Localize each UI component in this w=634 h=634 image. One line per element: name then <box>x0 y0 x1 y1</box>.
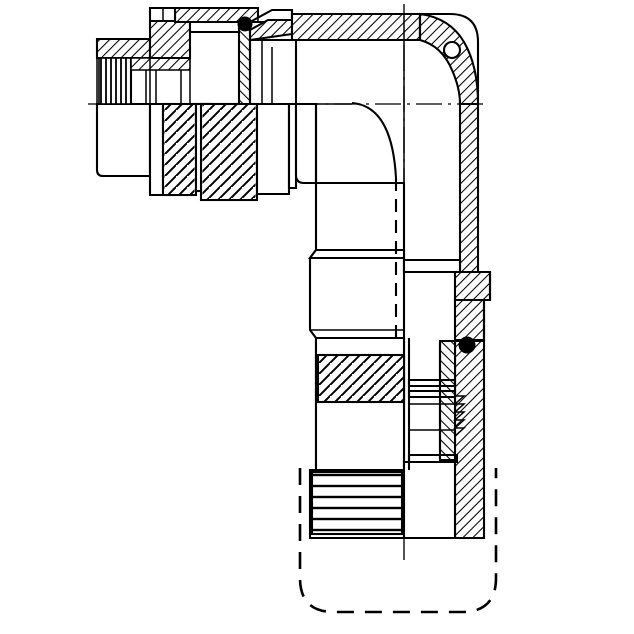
elbow-outer-wall-top <box>290 12 422 42</box>
groove-band-bottom <box>310 470 404 536</box>
profile-detail-lines <box>96 8 405 538</box>
coupling-nut-lower-section <box>453 339 486 540</box>
corner-hole <box>442 40 462 60</box>
knurl-band-2 <box>202 105 256 199</box>
horizontal-leg-lower-profile <box>95 102 318 202</box>
thread-band-left <box>98 57 132 105</box>
horizontal-leg-section <box>95 6 422 106</box>
knurl-band-3 <box>316 353 406 404</box>
nut-flange-section-mid <box>453 298 486 342</box>
interface-rib-section <box>237 20 252 106</box>
nut-flange-section-upper <box>453 270 492 302</box>
o-ring-top <box>237 16 253 32</box>
knurl-band-1 <box>164 105 195 194</box>
o-ring-lower <box>458 336 476 354</box>
coupling-nut-section <box>95 37 152 60</box>
elbow-corner <box>351 12 480 274</box>
elbow-outer-wall-right-upper <box>458 102 480 274</box>
lower-sleeve-section <box>438 339 457 462</box>
plug-shell-section-left <box>148 19 192 60</box>
phantom-envelope <box>298 468 498 614</box>
nut-chamfer-section <box>130 57 191 71</box>
